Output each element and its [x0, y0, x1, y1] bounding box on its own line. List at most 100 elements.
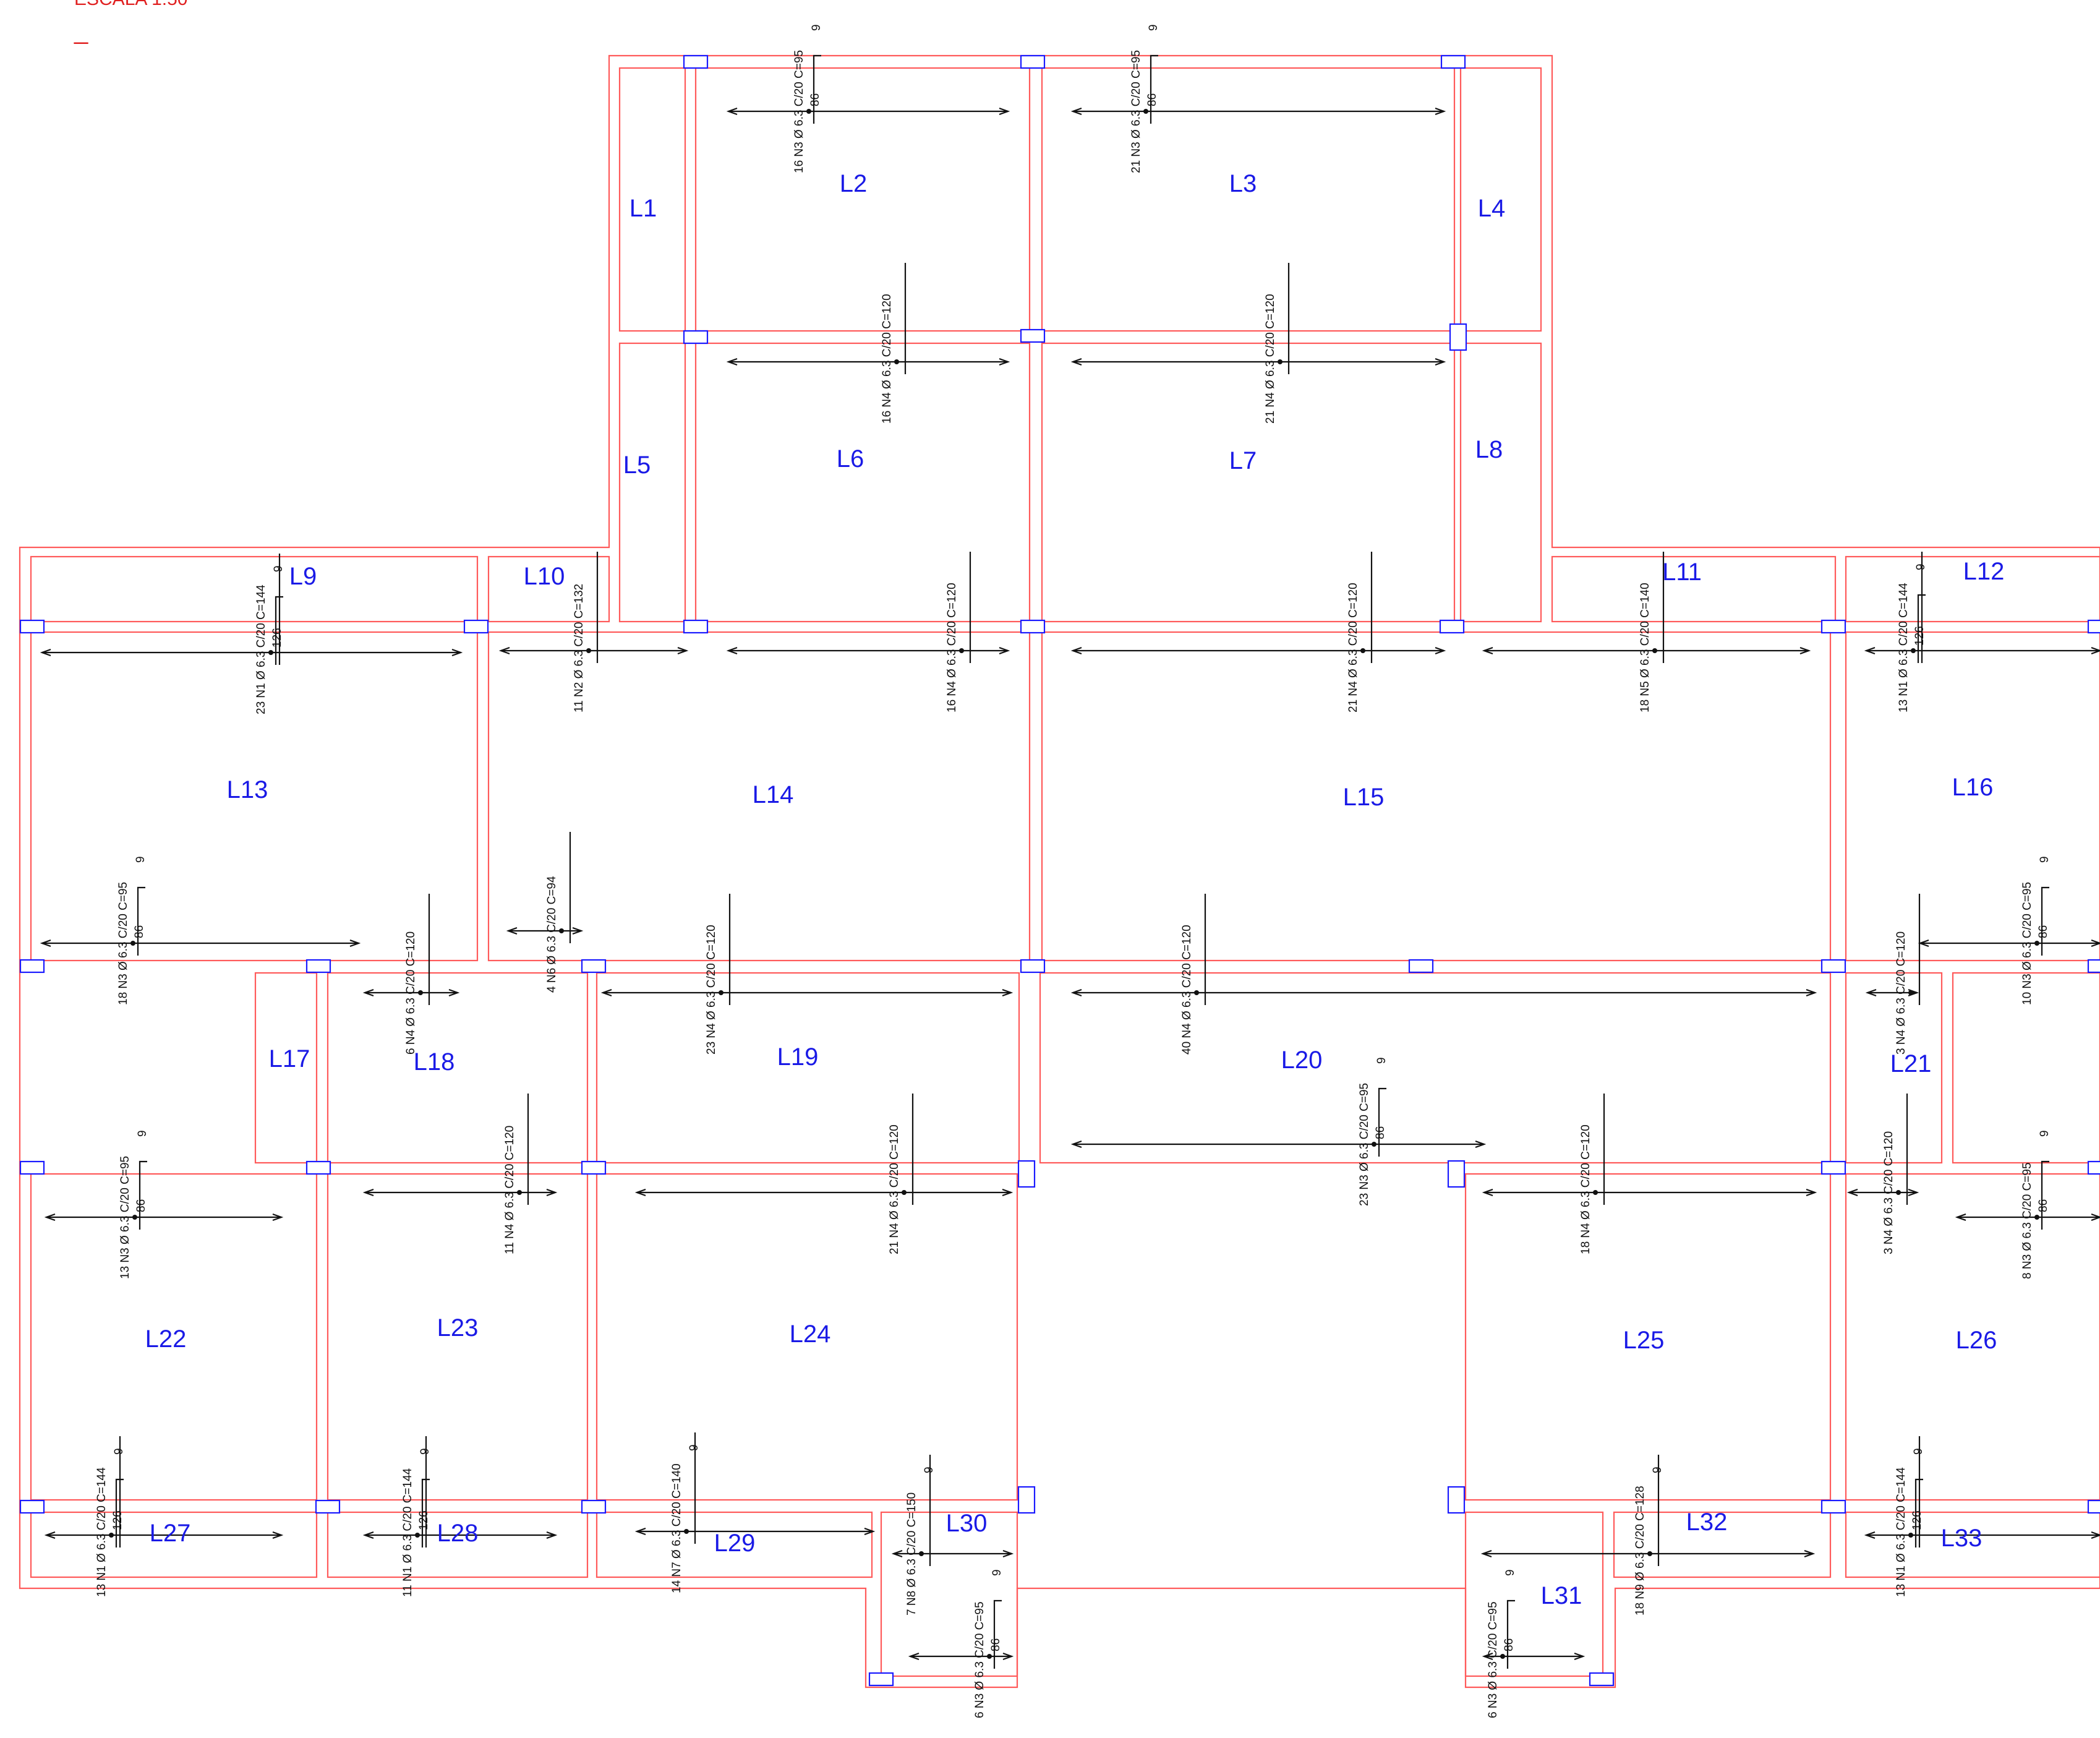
- pillar-marker: [19, 959, 45, 974]
- rebar-spec-text: 11 N1 Ø 6.3 C/20 C=144: [401, 1468, 414, 1597]
- pillar-marker: [2087, 1160, 2100, 1175]
- rebar-arrowheads: [498, 646, 689, 655]
- rebar-hook-length: 9: [2038, 856, 2051, 863]
- pillar-marker: [1820, 1160, 1846, 1175]
- rebar-arrowheads: [1070, 357, 1446, 366]
- rebar-hook: [2041, 1160, 2049, 1230]
- pillar-marker: [2087, 619, 2100, 634]
- rebar-arrowheads: [634, 1527, 876, 1536]
- rebar-spec-text: 18 N5 Ø 6.3 C/20 C=140: [1639, 583, 1652, 713]
- rebar-hook-length: 9: [113, 1448, 126, 1455]
- slab-outline: [1845, 631, 2100, 962]
- slab-label: L26: [1956, 1327, 1997, 1354]
- title-underline: _: [74, 17, 88, 45]
- rebar-arrowheads: [1864, 1531, 2100, 1539]
- pillar-marker: [1447, 1160, 1466, 1188]
- slab-label: L30: [946, 1510, 988, 1537]
- pillar-marker: [1439, 619, 1465, 634]
- slab-outline: [1041, 67, 1456, 332]
- rebar-arrowheads: [1955, 1213, 2100, 1222]
- rebar-hook-length: 9: [923, 1466, 936, 1473]
- rebar-anchor-dot: [806, 109, 811, 114]
- pillar-marker: [315, 1499, 341, 1514]
- rebar-annotation: 11 N2 Ø 6.3 C/20 C=132: [498, 552, 689, 713]
- rebar-arrowheads: [908, 1652, 1014, 1661]
- slab-label: L11: [1662, 559, 1702, 586]
- rebar-hook-length: 9: [1147, 24, 1160, 31]
- slab-outline: [1845, 972, 1943, 1164]
- rebar-spec-text: 6 N4 Ø 6.3 C/20 C=120: [404, 931, 417, 1055]
- rebar-anchor-dot: [559, 928, 564, 933]
- rebar-anchor-dot: [2034, 941, 2039, 946]
- slab-label: L17: [269, 1045, 310, 1072]
- rebar-spec-text: 3 N4 Ø 6.3 C/20 C=120: [1895, 931, 1908, 1055]
- slab-label: L15: [1343, 784, 1385, 811]
- slab-label: L2: [840, 170, 868, 197]
- pillar-marker: [1020, 959, 1046, 974]
- rebar-main-length: 126: [1913, 626, 1926, 646]
- pillar-marker: [683, 330, 709, 345]
- slab-outline: [1041, 342, 1456, 623]
- rebar-arrowheads: [362, 1188, 558, 1197]
- rebar-hook: [275, 596, 283, 665]
- rebar-main-length: 86: [133, 925, 146, 938]
- pillar-marker: [305, 1160, 331, 1175]
- rebar-arrowheads: [1070, 646, 1446, 655]
- rebar-anchor-dot: [418, 990, 423, 995]
- rebar-main-length: 86: [2037, 925, 2050, 938]
- slab-label: L19: [777, 1043, 819, 1071]
- rebar-arrowheads: [726, 107, 1010, 116]
- rebar-annotation: 11 N4 Ø 6.3 C/20 C=120: [362, 1094, 558, 1254]
- rebar-main-length: 86: [1146, 93, 1159, 106]
- slab-outline: [1845, 1511, 2100, 1578]
- rebar-anchor-dot: [109, 1533, 114, 1538]
- rebar-anchor-dot: [1360, 648, 1365, 653]
- rebar-main-length: 126: [417, 1510, 430, 1530]
- rebar-arrowheads: [362, 1531, 558, 1539]
- slab-label: L29: [714, 1530, 756, 1557]
- rebar-spec-text: 11 N4 Ø 6.3 C/20 C=120: [503, 1126, 516, 1254]
- pillar-marker: [683, 619, 709, 634]
- slab-label: L5: [623, 452, 651, 479]
- rebar-hook: [139, 1160, 147, 1230]
- pillar-marker: [1017, 1160, 1036, 1188]
- rebar-spec-text: 6 N3 Ø 6.3 C/20 C=95: [973, 1601, 986, 1718]
- pillar-marker: [1408, 959, 1434, 974]
- rebar-spec-text: 18 N9 Ø 6.3 C/20 C=128: [1634, 1486, 1647, 1616]
- rebar-main-length: 86: [809, 93, 822, 106]
- rebar-arrowheads: [1864, 646, 2100, 655]
- rebar-annotation: 6 N4 Ø 6.3 C/20 C=120: [362, 894, 460, 1055]
- slab-label: L27: [150, 1520, 191, 1547]
- rebar-annotation: 16 N4 Ø 6.3 C/20 C=120: [726, 263, 1010, 424]
- rebar-main-length: 86: [135, 1199, 148, 1212]
- rebar-spec-text: 14 N7 Ø 6.3 C/20 C=140: [670, 1463, 683, 1593]
- pillar-marker: [1020, 328, 1046, 343]
- rebar-arrowheads: [1480, 1549, 1816, 1558]
- rebar-spec-text: 13 N1 Ø 6.3 C/20 C=144: [1895, 1467, 1908, 1597]
- pillar-marker: [683, 54, 709, 69]
- slab-label: L24: [790, 1321, 831, 1348]
- rebar-anchor-dot: [1194, 990, 1199, 995]
- slab-outline: [595, 1511, 873, 1578]
- slab-label: L33: [1941, 1525, 1983, 1552]
- rebar-annotation: 40 N4 Ø 6.3 C/20 C=120: [1070, 894, 1817, 1055]
- rebar-annotation: 16 N4 Ø 6.3 C/20 C=120: [726, 552, 1010, 713]
- pillar-marker: [305, 959, 331, 974]
- rebar-arrowheads: [1482, 1188, 1817, 1197]
- rebar-anchor-dot: [517, 1190, 522, 1195]
- rebar-arrowheads: [634, 1188, 1014, 1197]
- rebar-arrowheads: [44, 1213, 284, 1222]
- rebar-arrowheads: [44, 1531, 284, 1539]
- slab-outline: [254, 972, 318, 1164]
- rebar-main-length: 86: [1374, 1126, 1387, 1139]
- rebar-hook: [813, 54, 821, 124]
